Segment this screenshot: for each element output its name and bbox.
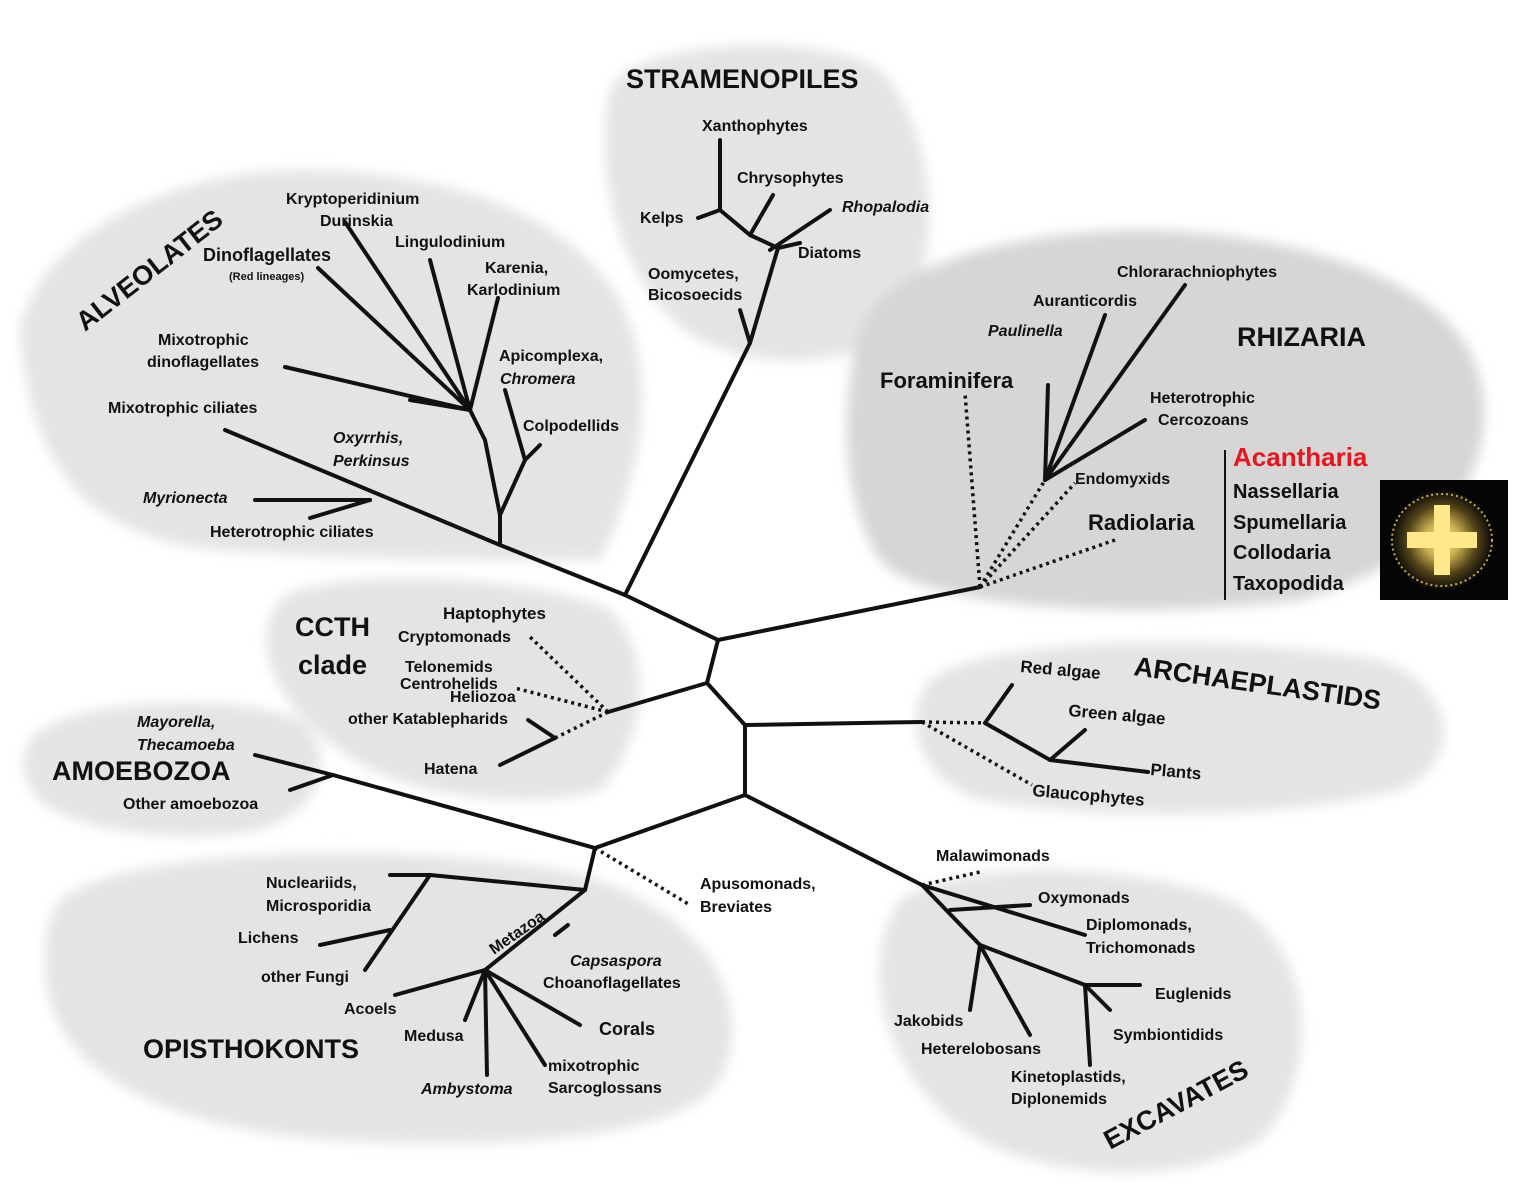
label-corals: Corals bbox=[599, 1019, 655, 1039]
label-karlodinium: Karlodinium bbox=[467, 282, 560, 299]
label-nassellaria: Nassellaria bbox=[1233, 481, 1340, 503]
label-breviates: Breviates bbox=[700, 899, 772, 916]
label-foraminifera: Foraminifera bbox=[880, 368, 1014, 393]
label-acantharia: Acantharia bbox=[1233, 442, 1368, 472]
label-hetero-1: Heterotrophic bbox=[1150, 390, 1255, 407]
archaeplastids-bg bbox=[916, 642, 1444, 814]
label-chlorarachniophytes: Chlorarachniophytes bbox=[1117, 264, 1277, 281]
label-hetero-ciliates: Heterotrophic ciliates bbox=[210, 524, 374, 541]
label-durinskia: Durinskia bbox=[320, 213, 393, 230]
label-ambystoma: Ambystoma bbox=[420, 1081, 513, 1098]
label-mixo-dino-1: Mixotrophic bbox=[158, 332, 249, 349]
label-jakobids: Jakobids bbox=[894, 1013, 963, 1030]
label-lichens: Lichens bbox=[238, 930, 299, 947]
label-telonemids: Telonemids bbox=[405, 659, 493, 676]
label-endomyxids: Endomyxids bbox=[1075, 471, 1170, 488]
label-malawimonads: Malawimonads bbox=[936, 848, 1050, 865]
rhizaria-labels: Chlorarachniophytes Auranticordis Paulin… bbox=[880, 264, 1368, 595]
opisthokonts-bg bbox=[44, 853, 733, 1144]
ccth-title: CCTH bbox=[295, 612, 370, 642]
group-backgrounds bbox=[20, 45, 1485, 1173]
label-colpodellids: Colpodellids bbox=[523, 418, 619, 435]
label-trichomonads: Trichomonads bbox=[1086, 940, 1195, 957]
label-other-amoebozoa: Other amoebozoa bbox=[123, 796, 258, 813]
label-other-fungi: other Fungi bbox=[261, 969, 349, 986]
label-sarcoglossans: Sarcoglossans bbox=[548, 1080, 662, 1097]
label-myrionecta: Myrionecta bbox=[143, 490, 228, 507]
label-mixo-dino-2: dinoflagellates bbox=[147, 354, 259, 371]
rhizaria-title: RHIZARIA bbox=[1237, 322, 1366, 352]
label-katablepharids: other Katablepharids bbox=[348, 711, 508, 728]
label-xanthophytes: Xanthophytes bbox=[702, 118, 808, 135]
label-perkinsus: Perkinsus bbox=[333, 453, 410, 470]
label-hetero-2: Cercozoans bbox=[1158, 412, 1249, 429]
label-cryptomonads: Cryptomonads bbox=[398, 629, 511, 646]
label-mixo-ciliates: Mixotrophic ciliates bbox=[108, 400, 257, 417]
amoebozoa-labels: Mayorella, Thecamoeba Other amoebozoa bbox=[123, 714, 258, 813]
label-radiolaria: Radiolaria bbox=[1088, 510, 1195, 535]
alveolates-labels: Kryptoperidinium Durinskia Dinoflagellat… bbox=[108, 191, 619, 541]
label-nucleariids: Nucleariids, bbox=[266, 875, 357, 892]
label-oomycetes: Oomycetes, bbox=[648, 266, 739, 283]
label-plants: Plants bbox=[1150, 760, 1202, 783]
dotted-branches bbox=[514, 392, 1116, 907]
ccth-subtitle: clade bbox=[298, 650, 367, 680]
label-heterelobose: Heterelobosans bbox=[921, 1041, 1041, 1058]
label-heliozoa: Heliozoa bbox=[450, 689, 516, 706]
excavates-labels: Malawimonads Oxymonads Diplomonads, Tric… bbox=[894, 848, 1232, 1108]
acantharia-photo bbox=[1380, 480, 1508, 600]
label-red-lineages: (Red lineages) bbox=[229, 271, 305, 283]
opisthokonts-title: OPISTHOKONTS bbox=[143, 1034, 359, 1064]
label-lingulodinium: Lingulodinium bbox=[395, 234, 505, 251]
label-centrohelids: Centrohelids bbox=[400, 676, 498, 693]
label-taxopodida: Taxopodida bbox=[1233, 573, 1345, 595]
label-thecamoeba: Thecamoeba bbox=[137, 737, 235, 754]
label-karenia: Karenia, bbox=[485, 260, 548, 277]
label-paulinella: Paulinella bbox=[988, 323, 1063, 340]
label-oxymonads: Oxymonads bbox=[1038, 890, 1130, 907]
label-oxyrrhis: Oxyrrhis, bbox=[333, 430, 403, 447]
label-bicosoecids: Bicosoecids bbox=[648, 287, 742, 304]
label-acoels: Acoels bbox=[344, 1001, 397, 1018]
label-hatena: Hatena bbox=[424, 761, 477, 778]
label-capsaspora: Capsaspora bbox=[570, 953, 662, 970]
label-collodaria: Collodaria bbox=[1233, 542, 1332, 564]
label-kryptoperidinium: Kryptoperidinium bbox=[286, 191, 419, 208]
label-medusa: Medusa bbox=[404, 1028, 464, 1045]
alveolates-bg bbox=[20, 170, 642, 560]
amoebozoa-bg bbox=[23, 702, 321, 836]
rhizaria-bg bbox=[846, 230, 1485, 610]
label-apusomonads: Apusomonads, bbox=[700, 876, 816, 893]
label-apicomplexa: Apicomplexa, bbox=[499, 348, 603, 365]
label-microsporidia: Microsporidia bbox=[266, 898, 371, 915]
label-chrysophytes: Chrysophytes bbox=[737, 170, 844, 187]
label-symbiontidids: Symbiontidids bbox=[1113, 1027, 1223, 1044]
label-euglenids: Euglenids bbox=[1155, 986, 1232, 1003]
label-kinetoplastids: Kinetoplastids, bbox=[1011, 1069, 1126, 1086]
label-kelps: Kelps bbox=[640, 210, 684, 227]
label-mayorella: Mayorella, bbox=[137, 714, 215, 731]
label-chromera: Chromera bbox=[500, 371, 576, 388]
label-rhopalodia: Rhopalodia bbox=[842, 199, 929, 216]
label-choanoflagellates: Choanoflagellates bbox=[543, 975, 681, 992]
stramenopiles-labels: Xanthophytes Chrysophytes Kelps Rhopalod… bbox=[640, 118, 929, 304]
label-dinoflagellates: Dinoflagellates bbox=[203, 245, 331, 265]
ccth-labels: Haptophytes Cryptomonads Telonemids Cent… bbox=[348, 604, 546, 778]
stramenopiles-title: STRAMENOPILES bbox=[626, 64, 859, 94]
label-auranticordis: Auranticordis bbox=[1033, 293, 1137, 310]
label-diplonemids: Diplonemids bbox=[1011, 1091, 1107, 1108]
label-spumellaria: Spumellaria bbox=[1233, 512, 1347, 534]
label-mixotrophic: mixotrophic bbox=[548, 1058, 640, 1075]
label-diatoms: Diatoms bbox=[798, 245, 861, 262]
amoebozoa-title: AMOEBOZOA bbox=[52, 756, 231, 786]
label-haptophytes: Haptophytes bbox=[443, 604, 546, 623]
label-diplomonads: Diplomonads, bbox=[1086, 917, 1192, 934]
middle-labels: Apusomonads, Breviates bbox=[700, 876, 816, 916]
